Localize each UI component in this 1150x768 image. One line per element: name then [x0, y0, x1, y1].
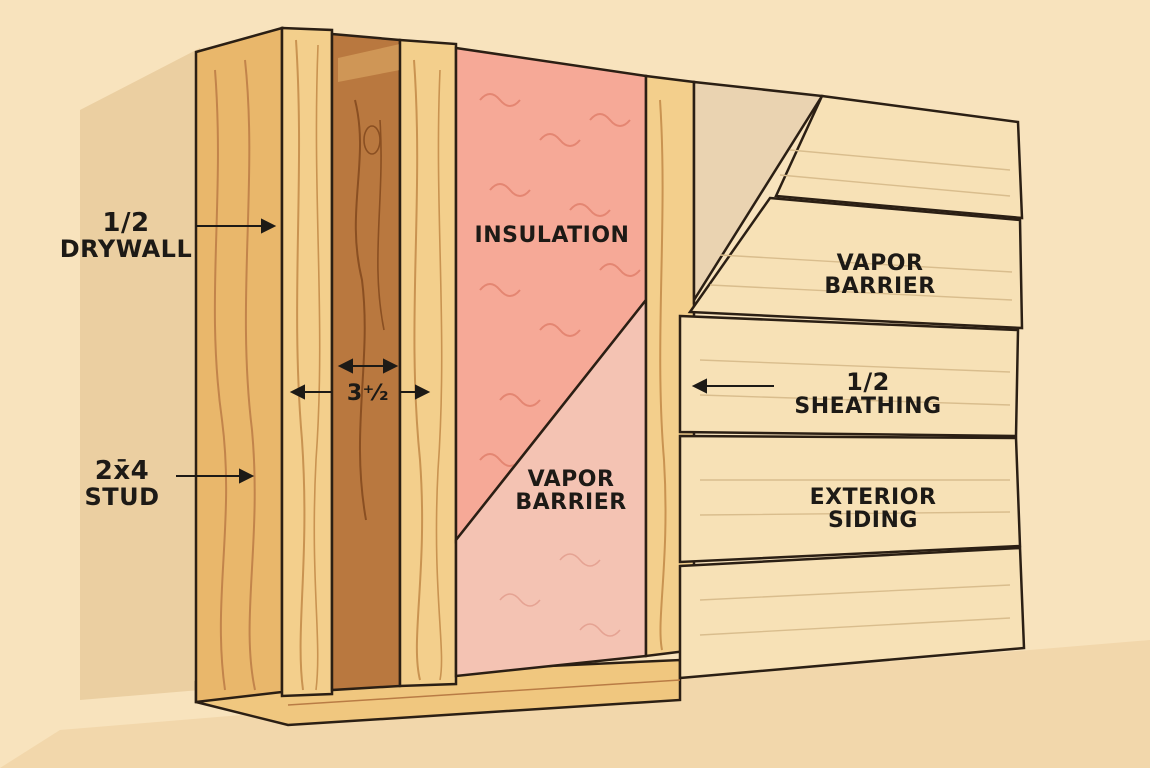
leader-arrows [176, 218, 774, 484]
vapor-barrier-inner-label: VAPOR BARRIER [496, 468, 646, 514]
vapor-barrier-inner-line2: BARRIER [515, 490, 627, 516]
drywall-panel [194, 26, 284, 704]
wall-shadow [80, 48, 200, 700]
siding-label-line2: SIDING [828, 508, 918, 534]
drywall-label-line1: 1/2 [102, 208, 150, 238]
vapor-barrier-outer-line1: VAPOR [836, 251, 924, 276]
sheathing-label: 1/2 SHEATHING [776, 368, 960, 420]
drywall-label: 1/2 DRYWALL [56, 208, 196, 264]
stud-label-line1: 2x̄4 [94, 456, 150, 486]
drywall-label-line2: DRYWALL [59, 235, 193, 264]
stud-width-label: 3⁺⁄₂ [346, 381, 390, 406]
stud-front [280, 26, 334, 698]
exterior-siding [678, 94, 1026, 680]
sheathing-panel [692, 80, 825, 305]
siding-label: EXTERIOR SIDING [788, 486, 958, 532]
vapor-barrier-outer-label: VAPOR BARRIER [800, 252, 960, 298]
vapor-barrier-inner-line1: VAPOR [527, 467, 615, 492]
siding-label-line1: EXTERIOR [809, 485, 937, 510]
stud-label: 2x̄4 STUD [62, 456, 182, 512]
vapor-barrier-outer-line2: BARRIER [824, 274, 936, 300]
stud-label-line2: STUD [84, 483, 160, 512]
sheathing-label-line2: SHEATHING [794, 394, 942, 420]
insulation-label: INSULATION [474, 223, 630, 248]
stud-second [398, 38, 458, 688]
sheathing-label-line1: 1/2 [846, 368, 890, 396]
